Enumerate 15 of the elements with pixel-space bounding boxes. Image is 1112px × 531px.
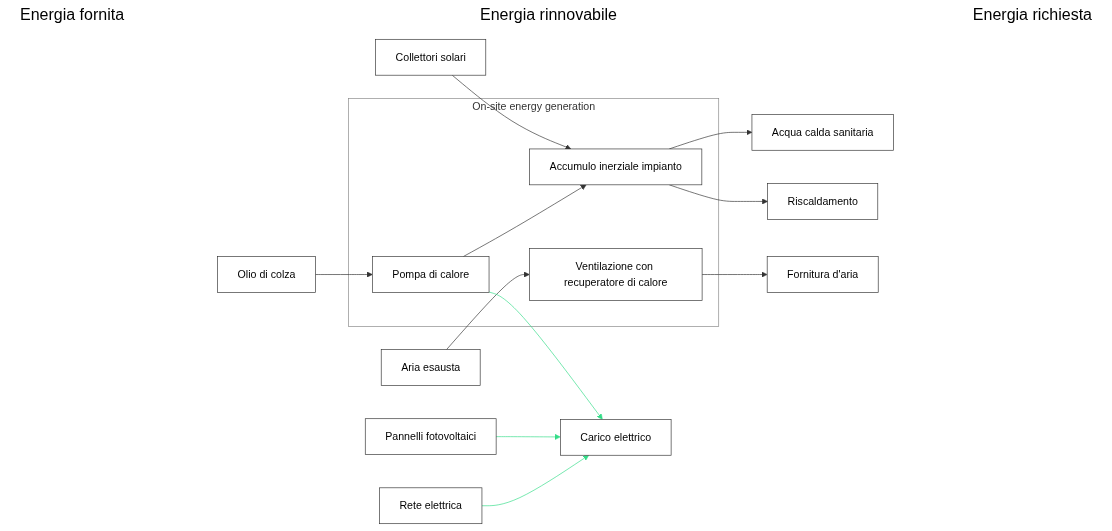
node-box: Rete elettrica <box>379 487 483 524</box>
node-box: Pannelli fotovoltaici <box>365 418 497 455</box>
node-box: Aria esausta <box>381 349 481 386</box>
node-box: Riscaldamento <box>767 183 879 220</box>
node-box: Acqua calda sanitaria <box>752 114 895 151</box>
column-heading: Energia richiesta <box>972 6 1092 25</box>
node-box: Accumulo inerziale impianto <box>529 148 703 186</box>
node-box: Fornitura d'aria <box>767 256 879 293</box>
column-heading: Energia rinnovabile <box>479 6 617 25</box>
node-box: Ventilazione con recuperatore di calore <box>529 248 703 301</box>
node-box: Carico elettrico <box>560 419 672 456</box>
node-box: Pompa di calore <box>372 256 490 293</box>
node-box: Olio di colza <box>217 256 317 293</box>
node-box: Collettori solari <box>375 39 487 76</box>
column-heading: Energia fornita <box>20 6 125 25</box>
